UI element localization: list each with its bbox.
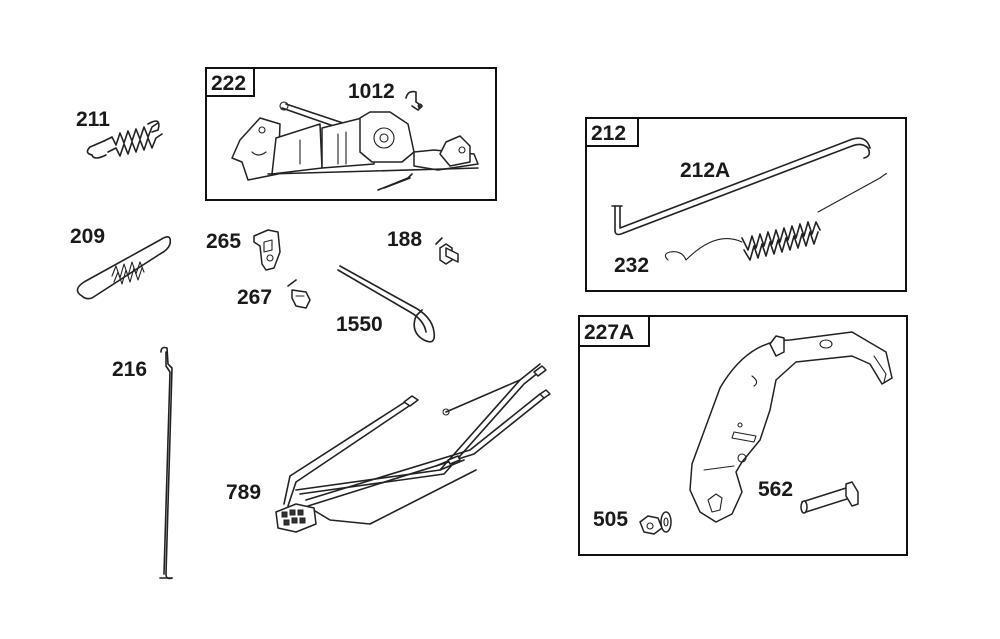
label-267: 267 [237,286,272,309]
part-1550-wire [337,265,436,343]
group-227A: 227A [578,315,908,556]
part-209-spring [76,236,172,300]
part-222-control-assembly [231,101,479,191]
label-212A: 212A [680,159,730,182]
label-562: 562 [758,478,793,501]
label-212: 212 [591,122,626,145]
part-1012-clip [405,90,423,111]
part-212A-rod [611,137,871,236]
part-232-spring [664,172,887,261]
label-211: 211 [76,108,110,131]
label-222: 222 [211,72,246,95]
label-216: 216 [112,358,147,381]
label-188: 188 [387,228,422,251]
label-1012: 1012 [348,80,395,103]
label-232: 232 [614,254,649,277]
part-505-nut-washer [639,511,672,535]
part-188-screw [435,237,459,265]
group-212: 212 [585,117,907,292]
label-789: 789 [226,481,261,504]
label-227A: 227A [584,321,634,344]
label-265: 265 [206,230,241,253]
part-211-spring [86,120,163,159]
part-265-clip [253,229,281,271]
label-209: 209 [70,225,105,248]
part-562-bolt [800,481,859,514]
group-222: 222 [205,67,497,201]
part-227A-bracket [689,331,893,523]
label-505: 505 [593,508,628,531]
part-267-screw [287,279,311,309]
part-789-harness [275,363,551,533]
label-1550: 1550 [336,313,383,336]
part-216-rod [159,346,173,580]
